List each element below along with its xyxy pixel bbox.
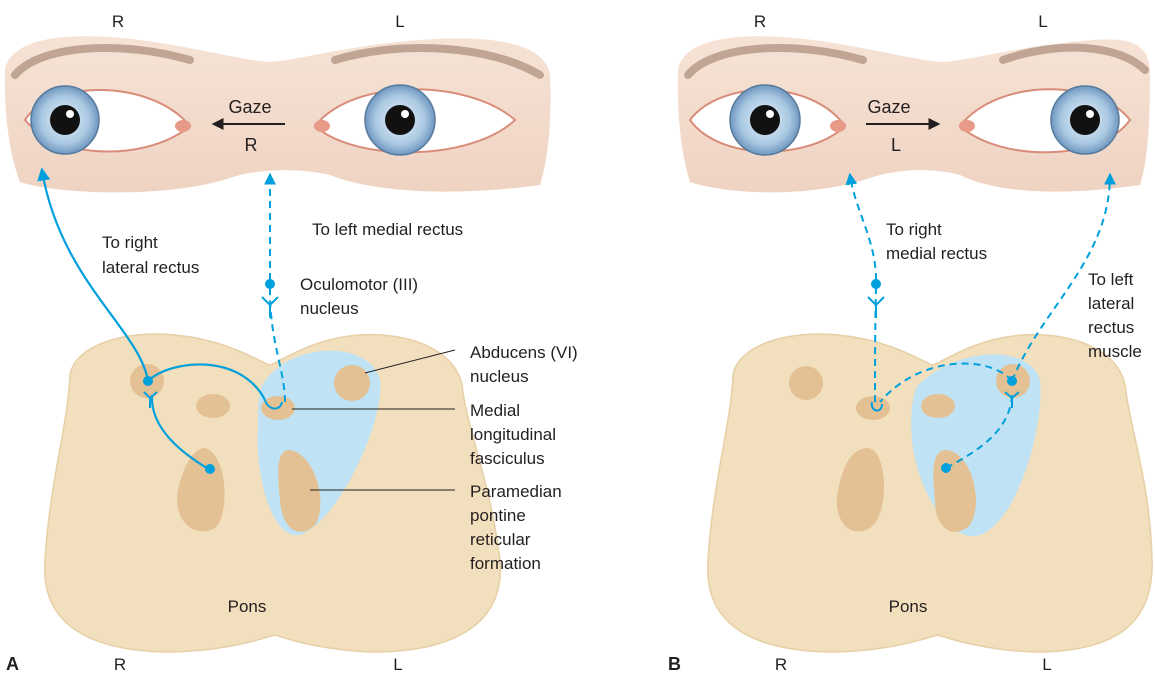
label-pprf-3: reticular xyxy=(470,530,531,549)
panel-b-eyes: Gaze L xyxy=(678,36,1150,192)
label-to-left-medial: To left medial rectus xyxy=(312,220,463,239)
bottom-right-label-a: R xyxy=(114,655,126,674)
bottom-right-label-b: R xyxy=(775,655,787,674)
right-eye-pupil-b xyxy=(750,105,780,135)
label-pprf-2: pontine xyxy=(470,506,526,525)
pons-label-b: Pons xyxy=(889,597,928,616)
top-right-label-b: R xyxy=(754,12,766,31)
bottom-left-label-a: L xyxy=(393,655,402,674)
pprf-neuron-dot-a xyxy=(205,464,215,474)
panel-letter-a: A xyxy=(6,654,19,674)
label-to-right-medial-1: To right xyxy=(886,220,942,239)
right-eye-caruncle-b xyxy=(830,120,846,132)
oculomotor-neuron-dot-b xyxy=(871,279,881,289)
label-oculomotor-2: nucleus xyxy=(300,299,359,318)
gaze-label-b: Gaze xyxy=(867,97,910,117)
right-mlf-nucleus-a xyxy=(196,394,230,418)
label-to-left-lateral-2: lateral xyxy=(1088,294,1134,313)
label-to-right-a-2: lateral rectus xyxy=(102,258,199,277)
top-right-label-a: R xyxy=(112,12,124,31)
left-eye-caruncle xyxy=(314,120,330,132)
left-eye-pupil xyxy=(385,105,415,135)
label-oculomotor-1: Oculomotor (III) xyxy=(300,275,418,294)
panel-a-eyes: Gaze R xyxy=(5,36,551,192)
label-mlf-3: fasciculus xyxy=(470,449,545,468)
gaze-label-a: Gaze xyxy=(228,97,271,117)
top-left-label-b: L xyxy=(1038,12,1047,31)
label-abducens-1: Abducens (VI) xyxy=(470,343,578,362)
right-eye-pupil xyxy=(50,105,80,135)
label-pprf-1: Paramedian xyxy=(470,482,562,501)
right-eye-highlight xyxy=(66,110,74,118)
right-eye-caruncle xyxy=(175,120,191,132)
oculomotor-fork-a xyxy=(262,297,278,318)
pathway-oculomotor-to-eye-b xyxy=(850,175,876,280)
right-abducens-nucleus-b xyxy=(789,366,823,400)
pprf-neuron-dot-b xyxy=(941,463,951,473)
panel-b: Gaze L R L To right medial rectus To lef… xyxy=(668,12,1152,674)
label-abducens-2: nucleus xyxy=(470,367,529,386)
left-eye-caruncle-b xyxy=(959,120,975,132)
left-mlf-nucleus-b xyxy=(921,394,955,418)
bottom-left-label-b: L xyxy=(1042,655,1051,674)
label-to-right-medial-2: medial rectus xyxy=(886,244,987,263)
top-left-label-a: L xyxy=(395,12,404,31)
label-to-left-lateral-3: rectus xyxy=(1088,318,1134,337)
pons-label-a: Pons xyxy=(228,597,267,616)
label-pprf-4: formation xyxy=(470,554,541,573)
left-eye-highlight-b xyxy=(1086,110,1094,118)
left-abducens-nucleus-a xyxy=(334,365,370,401)
oculomotor-neuron-dot-a xyxy=(265,279,275,289)
label-to-right-a-1: To right xyxy=(102,233,158,252)
label-to-left-lateral-4: muscle xyxy=(1088,342,1142,361)
left-eye-pupil-b xyxy=(1070,105,1100,135)
label-mlf-1: Medial xyxy=(470,401,520,420)
left-eye-highlight xyxy=(401,110,409,118)
label-mlf-2: longitudinal xyxy=(470,425,556,444)
panel-a: Gaze R R L To right lateral rectus To le xyxy=(5,12,578,674)
label-to-left-lateral-1: To left xyxy=(1088,270,1134,289)
panel-letter-b: B xyxy=(668,654,681,674)
gaze-direction-b: L xyxy=(891,135,901,155)
right-eye-highlight-b xyxy=(766,110,774,118)
abducens-neuron-dot-a xyxy=(143,376,153,386)
gaze-direction-a: R xyxy=(245,135,258,155)
